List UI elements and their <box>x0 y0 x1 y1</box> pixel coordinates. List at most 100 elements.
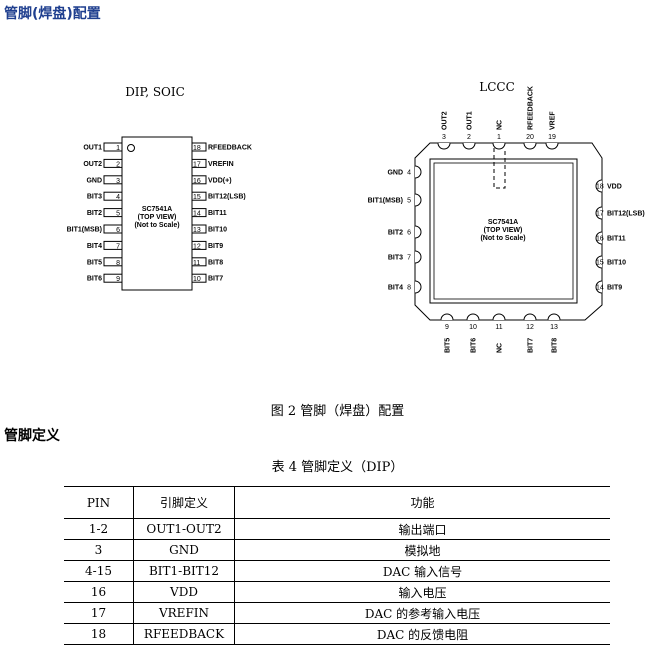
definition-cell: RFEEDBACK <box>133 623 235 645</box>
dip-pin <box>103 257 123 267</box>
dip-pin <box>191 240 207 250</box>
lccc-pin-label: NC <box>497 120 504 130</box>
pin-cell: 16 <box>64 581 134 603</box>
dip-pin <box>103 224 123 234</box>
function-cell: 输入电压 <box>234 581 610 603</box>
lccc-pin-label: BIT6 <box>471 338 478 353</box>
dip-pin-label: BIT5 <box>87 259 102 266</box>
dip-pin-number: 11 <box>193 260 200 267</box>
lccc-chip-label: (TOP VIEW) <box>484 227 523 234</box>
dip-chip-label: (Not to Scale) <box>134 222 179 229</box>
definition-cell: GND <box>133 539 235 561</box>
lccc-pad <box>437 142 451 150</box>
pin-cell: 4-15 <box>64 560 134 582</box>
lccc-pad <box>414 165 422 179</box>
dip-pin <box>103 175 123 185</box>
dip-chip-label: SC7541A <box>142 206 172 213</box>
lccc-pin-label: VREF <box>550 111 557 130</box>
lccc-die <box>429 158 578 304</box>
lccc-pin-label: BIT5 <box>445 338 452 353</box>
dip-pin <box>191 208 207 218</box>
lccc-pin-number: 2 <box>467 134 471 141</box>
lccc-pad <box>492 142 506 150</box>
dip-pin-label: BIT4 <box>87 243 102 250</box>
dip-pin-label: BIT3 <box>87 194 102 201</box>
lccc-pin-number: 9 <box>445 324 449 331</box>
nc-dashed <box>493 148 506 189</box>
lccc-pin-label: OUT1 <box>467 111 474 130</box>
dip-pin-label: VDD(+) <box>208 177 232 184</box>
dip-pin-number: 10 <box>193 276 201 283</box>
lccc-pad <box>523 313 537 321</box>
dip-pin-label: GND <box>86 177 102 184</box>
dip-pin-label: BIT11 <box>208 210 227 217</box>
dip-pin-number: 2 <box>116 161 120 168</box>
lccc-pin-number: 5 <box>407 198 411 205</box>
dip-pin-number: 9 <box>116 276 120 283</box>
lccc-pin-number: 4 <box>407 170 411 177</box>
definition-cell: BIT1-BIT12 <box>133 560 235 582</box>
dip-pin <box>191 257 207 267</box>
lccc-pin-number: 3 <box>442 134 446 141</box>
lccc-pin-label: RFEEDBACK <box>528 86 535 130</box>
lccc-pad <box>414 280 422 294</box>
lccc-pin-number: 17 <box>596 211 604 218</box>
dip-pin-label: BIT2 <box>87 210 102 217</box>
pin-cell: 18 <box>64 623 134 645</box>
lccc-pin-number: 1 <box>497 134 501 141</box>
dip-title: DIP, SOIC <box>125 85 185 99</box>
dip-pin <box>191 175 207 185</box>
definition-cell: VREFIN <box>133 602 235 624</box>
section-heading: 管脚定义 <box>4 428 60 444</box>
dip-pin <box>103 240 123 250</box>
dip-pin-label: BIT12(LSB) <box>208 194 246 201</box>
dip-pin <box>103 208 123 218</box>
dip-pin-number: 15 <box>193 194 201 201</box>
lccc-pad <box>492 313 506 321</box>
dip-pin-label: BIT10 <box>208 227 227 234</box>
dip-pin-label: OUT2 <box>83 161 102 168</box>
lccc-pad <box>595 231 603 245</box>
dip-pin-number: 18 <box>193 145 201 152</box>
dip-pin-label: BIT1(MSB) <box>67 227 102 234</box>
dip-pin <box>191 142 207 152</box>
dip-pin <box>191 158 207 168</box>
dip-pin-number: 4 <box>116 194 120 201</box>
dip-pin-number: 12 <box>193 243 201 250</box>
lccc-pin-number: 20 <box>526 134 534 141</box>
lccc-pad <box>545 142 559 150</box>
lccc-pin-number: 12 <box>526 324 534 331</box>
lccc-chip-label: SC7541A <box>488 219 518 226</box>
page-heading: 管脚(焊盘)配置 <box>4 6 101 22</box>
header-pin: PIN <box>64 486 134 519</box>
pin-cell: 1-2 <box>64 518 134 540</box>
dip-pin-label: VREFIN <box>208 161 234 168</box>
dip-pin <box>191 273 207 283</box>
lccc-pin-number: 13 <box>550 324 558 331</box>
dip-pin-label: BIT9 <box>208 243 223 250</box>
lccc-pin-number: 18 <box>596 184 604 191</box>
dip-pin <box>103 191 123 201</box>
lccc-pad <box>462 142 476 150</box>
dip-pin-number: 8 <box>116 260 120 267</box>
lccc-pin-number: 19 <box>548 134 556 141</box>
lccc-pin-number: 8 <box>407 285 411 292</box>
lccc-pin-number: 15 <box>596 260 604 267</box>
lccc-pin-number: 10 <box>469 324 477 331</box>
dip-pin <box>103 142 123 152</box>
dip-pin-number: 13 <box>193 227 201 234</box>
dip-pin <box>191 224 207 234</box>
function-cell: DAC 输入信号 <box>234 560 610 582</box>
table-caption: 表 4 管脚定义（DIP） <box>271 460 404 475</box>
lccc-pin-label: BIT11 <box>607 236 626 243</box>
lccc-pin-number: 6 <box>407 230 411 237</box>
header-function: 功能 <box>234 486 610 519</box>
lccc-pad <box>414 225 422 239</box>
lccc-pad <box>595 255 603 269</box>
